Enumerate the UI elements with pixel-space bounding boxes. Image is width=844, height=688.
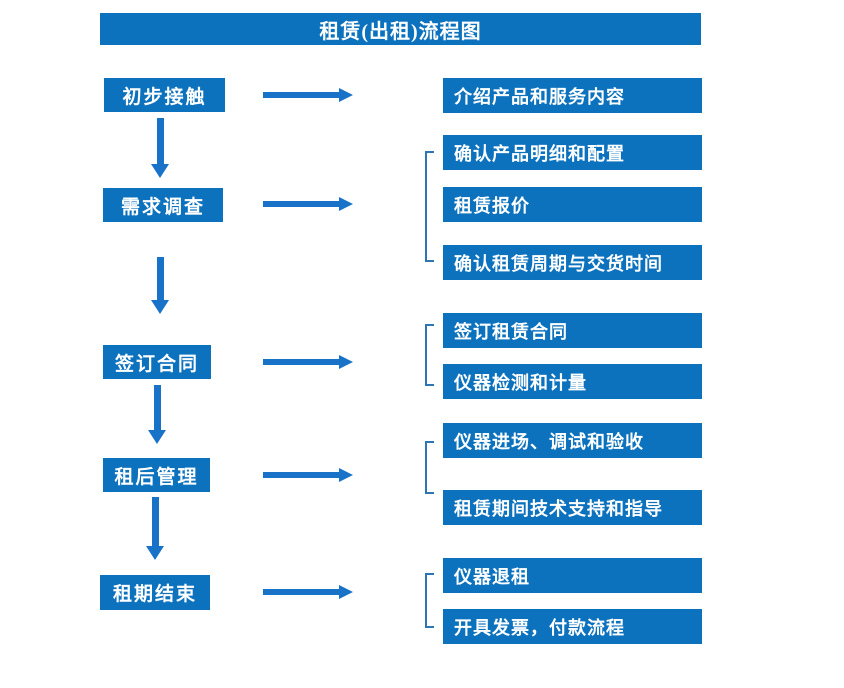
arrow-right-icon xyxy=(263,468,353,482)
arrow-down-icon xyxy=(146,497,164,560)
detail-box-introduce-products: 介绍产品和服务内容 xyxy=(443,78,702,113)
detail-box-instrument-setup-acceptance: 仪器进场、调试和验收 xyxy=(443,423,702,458)
detail-box-confirm-period-delivery: 确认租赁周期与交货时间 xyxy=(443,245,702,280)
step-box-sign-contract: 签订合同 xyxy=(103,345,211,379)
flowchart-title: 租赁(出租)流程图 xyxy=(319,20,482,43)
arrow-right-icon xyxy=(263,197,353,211)
arrow-down-icon xyxy=(148,385,166,444)
detail-box-sign-rental-contract: 签订租赁合同 xyxy=(443,313,702,348)
bracket-connector xyxy=(425,441,434,494)
detail-box-instrument-return: 仪器退租 xyxy=(443,558,702,593)
detail-box-confirm-product-details: 确认产品明细和配置 xyxy=(443,135,702,170)
arrow-right-icon xyxy=(263,88,353,102)
step-box-initial-contact: 初步接触 xyxy=(104,78,225,112)
arrow-right-icon xyxy=(263,585,353,599)
bracket-connector xyxy=(425,573,434,628)
bracket-connector xyxy=(425,324,434,386)
arrow-right-icon xyxy=(263,355,353,369)
bracket-connector xyxy=(425,151,434,262)
step-box-rental-end: 租期结束 xyxy=(100,575,210,610)
arrow-down-icon xyxy=(151,118,169,178)
detail-box-rental-quote: 租赁报价 xyxy=(443,187,702,222)
step-box-demand-survey: 需求调查 xyxy=(103,188,223,222)
step-box-post-rental-management: 租后管理 xyxy=(103,458,210,492)
title-bar: 租赁(出租)流程图 xyxy=(100,13,701,45)
detail-box-instrument-testing: 仪器检测和计量 xyxy=(443,364,702,399)
detail-box-invoice-payment: 开具发票，付款流程 xyxy=(443,609,702,644)
arrow-down-icon xyxy=(151,257,169,314)
detail-box-tech-support: 租赁期间技术支持和指导 xyxy=(443,490,702,525)
